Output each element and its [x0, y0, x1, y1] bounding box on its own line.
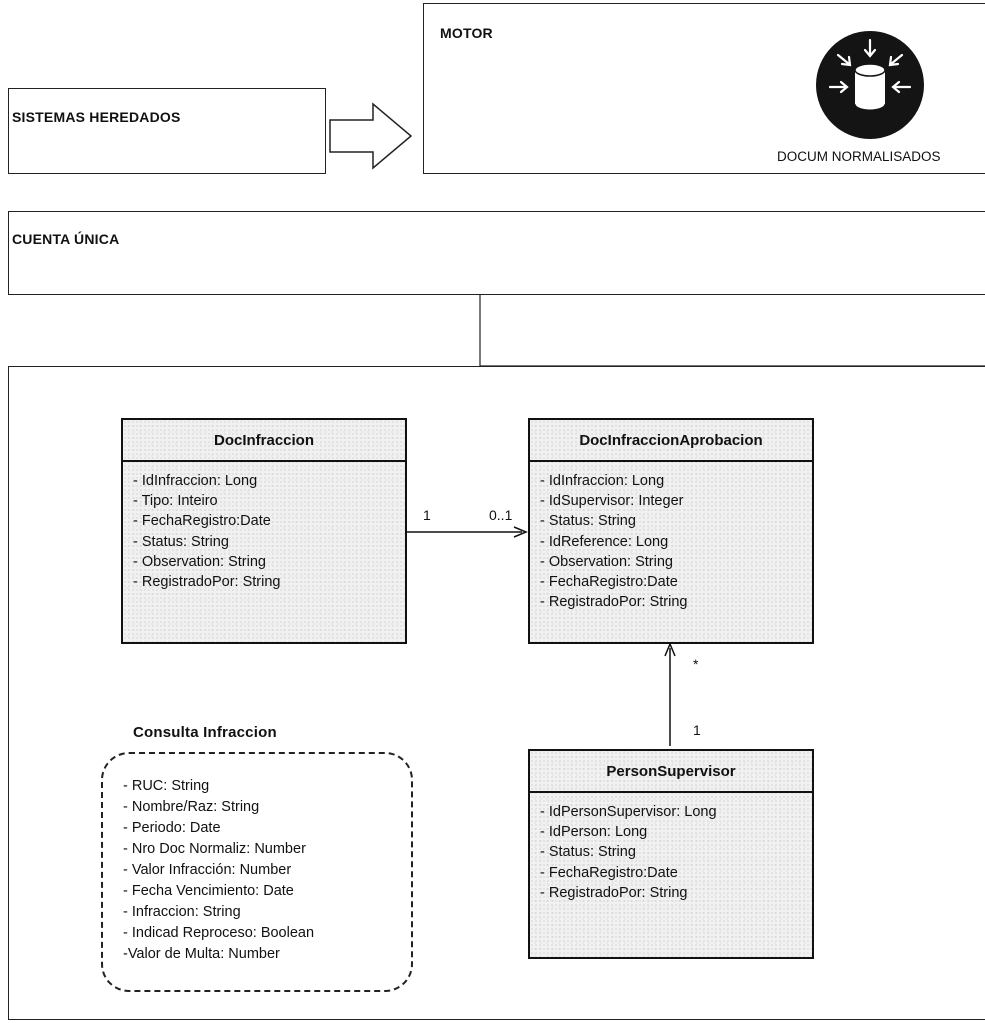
right-arrow-icon: [329, 102, 413, 170]
attribute: - IdInfraccion: Long: [133, 473, 258, 489]
consulta-field: - Indicad Reproceso: Boolean: [123, 925, 315, 941]
class-attributes: - IdInfraccion: Long - IdSupervisor: Int…: [530, 462, 812, 612]
consulta-field: -Valor de Multa: Number: [123, 946, 280, 962]
attribute: - IdSupervisor: Integer: [540, 493, 684, 510]
consulta-field: - Nro Doc Normaliz: Number: [123, 841, 306, 857]
multiplicity-many: *: [693, 656, 699, 672]
sistemas-heredados-box: SISTEMAS HEREDADOS: [8, 88, 326, 174]
consulta-infraccion-box: - RUC: String - Nombre/Raz: String - Per…: [101, 752, 413, 992]
consulta-field: - Valor Infracción: Number: [123, 862, 292, 878]
attribute: - Status: String: [540, 844, 636, 861]
attribute: - Observation: String: [540, 553, 673, 570]
association-arrowhead-up: [664, 642, 676, 657]
attribute: - FechaRegistro:Date: [133, 513, 271, 530]
class-docinfraccionaprobacion: DocInfraccionAprobacion - IdInfraccion: …: [528, 418, 814, 644]
consulta-field: - RUC: String: [123, 778, 210, 794]
class-name: DocInfraccion: [123, 420, 405, 462]
docum-normalisados-caption: DOCUM NORMALISADOS: [777, 149, 941, 164]
database-inward-arrows-icon: [816, 31, 924, 139]
class-attributes: - IdPersonSupervisor: Long - IdPerson: L…: [530, 793, 812, 903]
attribute: - Tipo: Inteiro: [133, 493, 218, 510]
attribute: - Status: String: [133, 533, 229, 550]
attribute: - Observation: String: [133, 553, 266, 570]
attribute: - FechaRegistro:Date: [540, 574, 678, 591]
attribute: - IdPerson: Long: [540, 824, 648, 841]
attribute: - Status: String: [540, 513, 636, 530]
attribute: - IdPersonSupervisor: Long: [540, 804, 717, 820]
attribute: - RegistradoPor: String: [133, 574, 281, 591]
attribute: - IdReference: Long: [540, 533, 669, 550]
attribute: - RegistradoPor: String: [540, 884, 688, 901]
sistemas-heredados-title: SISTEMAS HEREDADOS: [12, 109, 181, 125]
class-name: DocInfraccionAprobacion: [530, 420, 812, 462]
consulta-field: - Fecha Vencimiento: Date: [123, 883, 294, 899]
attribute: - FechaRegistro:Date: [540, 864, 678, 881]
consulta-fields: - RUC: String - Nombre/Raz: String - Per…: [103, 754, 411, 965]
multiplicity-supervisor: 1: [693, 722, 701, 738]
consulta-infraccion-title: Consulta Infraccion: [133, 724, 277, 741]
class-docinfraccion: DocInfraccion - IdInfraccion: Long - Tip…: [121, 418, 407, 644]
cuenta-unica-title: CUENTA ÚNICA: [12, 231, 120, 247]
consulta-field: - Infraccion: String: [123, 904, 241, 920]
motor-title: MOTOR: [440, 25, 493, 41]
multiplicity-infraccion: 1: [423, 507, 431, 523]
class-personsupervisor: PersonSupervisor - IdPersonSupervisor: L…: [528, 749, 814, 959]
attribute: - RegistradoPor: String: [540, 594, 688, 611]
class-name: PersonSupervisor: [530, 751, 812, 793]
attribute: - IdInfraccion: Long: [540, 473, 665, 489]
association-arrowhead-right: [513, 526, 528, 538]
multiplicity-aprobacion: 0..1: [489, 507, 513, 523]
consulta-field: - Periodo: Date: [123, 820, 221, 836]
consulta-field: - Nombre/Raz: String: [123, 799, 260, 815]
class-attributes: - IdInfraccion: Long - Tipo: Inteiro - F…: [123, 462, 405, 592]
cuenta-unica-box: CUENTA ÚNICA: [8, 211, 985, 295]
